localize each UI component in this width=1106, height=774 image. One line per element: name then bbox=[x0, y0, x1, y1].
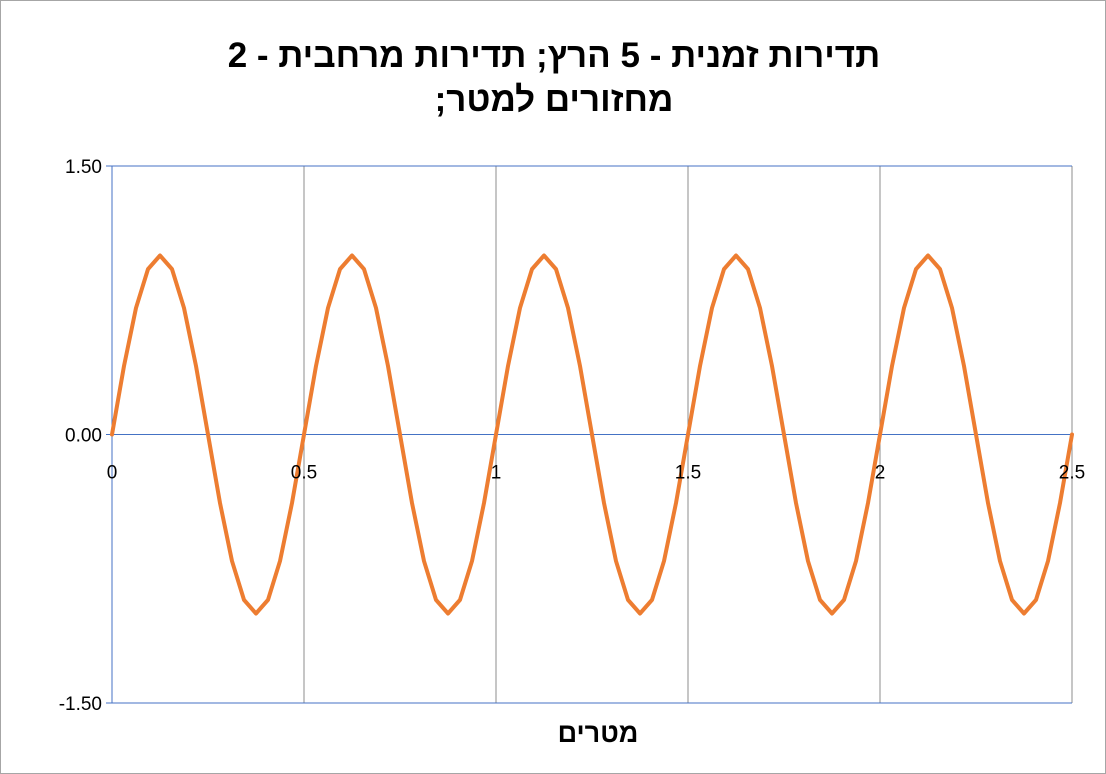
y-tick-labels: -1.50 0.00 1.50 bbox=[59, 157, 102, 715]
x-tick-label: 1.5 bbox=[675, 463, 701, 484]
y-tick-label: 1.50 bbox=[65, 157, 102, 178]
x-axis-title: מטרים bbox=[558, 718, 639, 748]
x-tick-label: 0.5 bbox=[291, 463, 317, 484]
series-line bbox=[110, 253, 1074, 616]
chart-title-line-1: תדירות זמנית - 5 הרץ; תדירות מרחבית - 2 bbox=[228, 36, 881, 75]
x-tick-label: 2.5 bbox=[1059, 463, 1085, 484]
chart-title-line-2: מחזורים למטר; bbox=[435, 80, 674, 119]
y-tick-label: 0.00 bbox=[65, 426, 102, 447]
x-tick-labels: 0 0.5 1 1.5 2 2.5 bbox=[107, 463, 1086, 484]
axes bbox=[106, 165, 1073, 704]
x-tick-label: 2 bbox=[875, 463, 886, 484]
x-tick-label: 1 bbox=[491, 463, 502, 484]
y-tick-label: -1.50 bbox=[59, 694, 102, 715]
series-layer bbox=[110, 253, 1074, 616]
x-tick-label: 0 bbox=[107, 463, 118, 484]
